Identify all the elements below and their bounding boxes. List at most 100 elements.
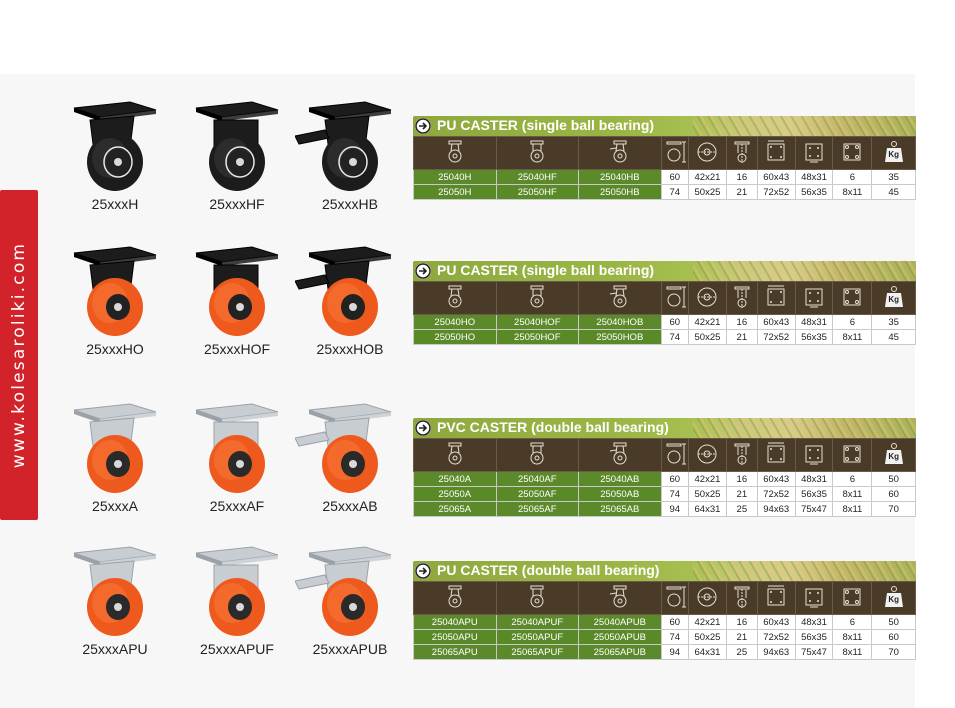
load-kg-text: Kg	[888, 294, 900, 304]
spec-header-cell	[413, 136, 497, 170]
spec-value-cell: 94	[660, 501, 690, 517]
spec-value-cell: 21	[725, 486, 758, 502]
spec-value-cell: 74	[660, 629, 690, 645]
arrow-right-icon	[415, 563, 431, 579]
model-number-cell: 25050APUF	[495, 629, 580, 645]
spec-value-cell: 75x47	[794, 644, 834, 660]
model-number-cell: 25050HO	[413, 329, 497, 345]
spec-header-cell	[725, 438, 758, 472]
fixed-wheel-icon	[525, 284, 549, 310]
spec-value-cell: 8x11	[832, 629, 873, 645]
spec-value-cell: 35	[871, 314, 916, 330]
swivel-wheel-icon	[443, 441, 467, 467]
spec-header-cell	[756, 438, 796, 472]
wheel-size-icon	[695, 284, 719, 310]
model-number-cell: 25050HOB	[578, 329, 662, 345]
fixed-wheel-icon	[525, 139, 549, 165]
bolt-hole-icon	[840, 139, 864, 165]
spec-value-cell: 64x31	[688, 644, 727, 660]
caster-model-label: 25xxxAF	[209, 498, 265, 514]
load-kg-text: Kg	[888, 594, 900, 604]
spec-header-cell	[688, 136, 727, 170]
caster-model-label: 25xxxH	[91, 196, 139, 212]
caster-model-label: 25xxxAPU	[82, 641, 148, 657]
spec-icon-row: Kg	[413, 438, 916, 472]
caster-model-label: 25xxxAPUB	[312, 641, 388, 657]
swivel-radius-icon	[730, 139, 754, 165]
spec-header-cell	[495, 581, 580, 615]
spec-header-cell	[794, 581, 834, 615]
fixed-wheel-icon	[525, 584, 549, 610]
spec-header-cell: Kg	[871, 438, 916, 472]
spec-value-cell: 6	[832, 314, 873, 330]
spec-value-cell: 16	[725, 314, 758, 330]
model-number-cell: 25040HO	[413, 314, 497, 330]
spec-title-bar: PVC CASTER (double ball bearing)	[413, 418, 916, 438]
spec-header-cell	[725, 581, 758, 615]
spec-value-cell: 16	[725, 169, 758, 185]
wheel-height-icon	[663, 441, 687, 467]
caster-image	[295, 402, 405, 497]
caster-product: 25xxxAPUF	[182, 545, 292, 660]
spec-value-cell: 56x35	[794, 629, 834, 645]
spec-value-cell: 21	[725, 629, 758, 645]
spec-title-bar: PU CASTER (double ball bearing)	[413, 561, 916, 581]
spec-value-cell: 56x35	[794, 329, 834, 345]
spec-header-cell: Kg	[871, 136, 916, 170]
model-number-cell: 25065APUB	[578, 644, 662, 660]
spec-value-cell: 50x25	[688, 629, 727, 645]
bolt-hole-icon	[840, 584, 864, 610]
spec-value-cell: 42x21	[688, 314, 727, 330]
spec-header-cell	[725, 136, 758, 170]
spec-value-cell: 8x11	[832, 486, 873, 502]
bolt-hole-icon	[840, 441, 864, 467]
spec-header-cell	[660, 438, 690, 472]
spec-header-cell	[413, 281, 497, 315]
fixed-wheel-icon	[525, 441, 549, 467]
spec-value-cell: 42x21	[688, 471, 727, 487]
spec-header-cell	[660, 136, 690, 170]
spec-value-cell: 48x31	[794, 471, 834, 487]
caster-model-label: 25xxxHF	[209, 196, 265, 212]
hole-spacing-icon	[802, 284, 826, 310]
spec-table-block: PVC CASTER (double ball bearing)Kg 25040A…	[413, 418, 916, 517]
spec-value-cell: 60x43	[756, 614, 796, 630]
spec-value-cell: 60	[660, 471, 690, 487]
model-number-cell: 25040AF	[495, 471, 580, 487]
swivel-wheel-icon	[443, 584, 467, 610]
title-bar-pattern	[693, 418, 916, 438]
spec-value-cell: 60x43	[756, 471, 796, 487]
title-bar-pattern	[693, 561, 916, 581]
spec-value-cell: 21	[725, 329, 758, 345]
model-number-cell: 25040APU	[413, 614, 497, 630]
spec-value-cell: 74	[660, 486, 690, 502]
caster-product: 25xxxAB	[295, 402, 405, 517]
wheel-height-icon	[663, 584, 687, 610]
model-number-cell: 25065APU	[413, 644, 497, 660]
spec-value-cell: 94x63	[756, 501, 796, 517]
spec-value-cell: 60	[660, 314, 690, 330]
model-number-cell: 25040HB	[578, 169, 662, 185]
wheel-size-icon	[695, 441, 719, 467]
caster-image	[60, 245, 170, 340]
spec-value-cell: 48x31	[794, 314, 834, 330]
spec-header-cell	[832, 136, 873, 170]
model-number-cell: 25065A	[413, 501, 497, 517]
caster-image	[60, 402, 170, 497]
caster-model-label: 25xxxHOB	[316, 341, 384, 357]
caster-image	[295, 245, 405, 340]
caster-image	[295, 100, 405, 195]
spec-header-cell	[756, 136, 796, 170]
model-number-cell: 25040HOB	[578, 314, 662, 330]
model-number-cell: 25050HF	[495, 184, 580, 200]
arrow-right-icon	[415, 420, 431, 436]
caster-product: 25xxxHOB	[295, 245, 405, 360]
spec-value-cell: 74	[660, 329, 690, 345]
bolt-hole-icon	[840, 284, 864, 310]
spec-value-cell: 60	[871, 629, 916, 645]
